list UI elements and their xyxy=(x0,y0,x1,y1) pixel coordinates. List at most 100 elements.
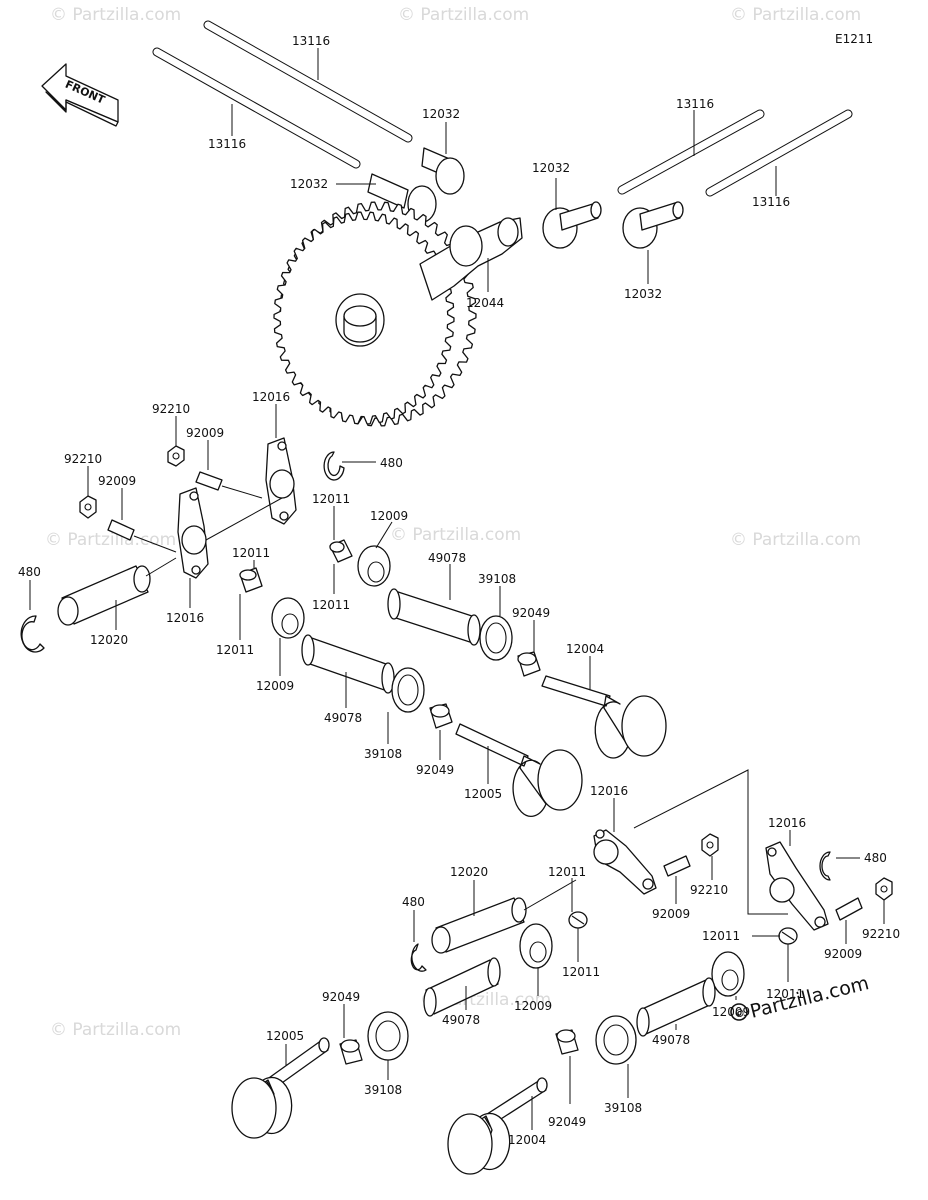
lock-nut-92210-a xyxy=(167,445,185,467)
label-12016: 12016 xyxy=(166,611,204,625)
diagram-code: E1211 xyxy=(835,32,873,46)
lock-nut-92210-b xyxy=(79,495,97,519)
tappet-12032-d xyxy=(622,201,684,249)
label-49078: 49078 xyxy=(442,1013,480,1027)
circlip-480-a xyxy=(323,451,345,481)
collar-12011-d xyxy=(778,927,798,945)
label-12005: 12005 xyxy=(266,1029,304,1043)
label-92210: 92210 xyxy=(152,402,190,416)
label-49078: 49078 xyxy=(324,711,362,725)
label-12032: 12032 xyxy=(624,287,662,301)
collar-12011-c xyxy=(568,911,588,929)
label-92009: 92009 xyxy=(652,907,690,921)
adjust-screw-92009-c xyxy=(663,855,691,877)
adjust-screw-92009-a xyxy=(195,471,263,499)
adjust-screw-92009-b xyxy=(107,519,177,553)
label-12004: 12004 xyxy=(508,1133,546,1147)
label-12016: 12016 xyxy=(590,784,628,798)
label-12011: 12011 xyxy=(216,643,254,657)
label-12032: 12032 xyxy=(422,107,460,121)
label-480: 480 xyxy=(18,565,41,579)
label-480: 480 xyxy=(864,851,887,865)
watermark: © Partzilla.com xyxy=(730,530,861,550)
label-12032: 12032 xyxy=(532,161,570,175)
label-39108: 39108 xyxy=(364,1083,402,1097)
label-12016: 12016 xyxy=(768,816,806,830)
stem-seal-92049-a xyxy=(517,651,541,677)
label-92049: 92049 xyxy=(416,763,454,777)
label-92049: 92049 xyxy=(512,606,550,620)
logo-copyright-symbol: © xyxy=(734,1007,745,1020)
label-12009: 12009 xyxy=(256,679,294,693)
rocker-arm-12016-lower-right xyxy=(765,841,829,931)
tappet-12032-a xyxy=(421,147,465,195)
lock-nut-92210-c xyxy=(701,833,719,857)
rocker-shaft-12020-upper xyxy=(57,565,151,626)
circlip-480-b xyxy=(20,615,45,653)
spring-seat-12009-b xyxy=(271,597,305,639)
label-13116: 13116 xyxy=(292,34,330,48)
label-12032: 12032 xyxy=(290,177,328,191)
label-92210: 92210 xyxy=(64,452,102,466)
label-12004: 12004 xyxy=(566,642,604,656)
valve-spring-49078-a xyxy=(387,588,481,646)
retainer-39108-d xyxy=(595,1015,637,1065)
callouts: 13116 13116 13116 13116 12032 12032 1203… xyxy=(18,34,900,1147)
stem-seal-92049-b xyxy=(429,703,453,729)
push-rod-13116-a xyxy=(203,20,413,143)
label-12016: 12016 xyxy=(252,390,290,404)
label-12009: 12009 xyxy=(514,999,552,1013)
valve-spring-49078-c xyxy=(423,957,501,1017)
label-12011: 12011 xyxy=(232,546,270,560)
label-92210: 92210 xyxy=(862,927,900,941)
push-rod-13116-b xyxy=(152,47,361,169)
retainer-39108-b xyxy=(391,667,425,713)
push-rod-13116-c xyxy=(617,109,765,195)
label-12011: 12011 xyxy=(312,598,350,612)
label-12020: 12020 xyxy=(90,633,128,647)
watermark: © Partzilla.com xyxy=(398,5,529,25)
label-49078: 49078 xyxy=(652,1033,690,1047)
label-480: 480 xyxy=(402,895,425,909)
exhaust-valve-12005-upper xyxy=(455,723,583,817)
rocker-shaft-12020-lower xyxy=(431,897,527,954)
spring-seat-12009-a xyxy=(357,545,391,587)
circlip-480-c xyxy=(819,851,831,881)
label-12005: 12005 xyxy=(464,787,502,801)
tappet-12032-b xyxy=(367,173,437,223)
label-12011: 12011 xyxy=(312,492,350,506)
collar-12011-a xyxy=(329,539,353,563)
retainer-39108-c xyxy=(367,1011,409,1061)
front-arrow-icon: FRONT xyxy=(41,63,119,127)
label-39108: 39108 xyxy=(478,572,516,586)
stem-seal-92049-d xyxy=(555,1029,579,1055)
valve-spring-49078-e xyxy=(636,977,716,1037)
label-39108: 39108 xyxy=(364,747,402,761)
spring-seat-12009-d xyxy=(711,951,745,997)
label-49078: 49078 xyxy=(428,551,466,565)
tappet-12032-c xyxy=(542,201,602,249)
intake-valve-12004-lower xyxy=(447,1077,548,1175)
lock-nut-92210-d xyxy=(875,877,893,901)
watermark: © Partzilla.com xyxy=(390,525,521,545)
label-12044: 12044 xyxy=(466,296,504,310)
label-13116: 13116 xyxy=(676,97,714,111)
label-480: 480 xyxy=(380,456,403,470)
label-12011: 12011 xyxy=(702,929,740,943)
valve-spring-49078-b xyxy=(301,634,395,694)
adjust-screw-92009-d xyxy=(835,897,863,921)
label-13116: 13116 xyxy=(208,137,246,151)
logo-text: Partzilla.com xyxy=(748,972,871,1023)
push-rod-13116-d xyxy=(705,109,853,197)
collar-12011-b xyxy=(239,567,263,593)
label-13116: 13116 xyxy=(752,195,790,209)
label-92009: 92009 xyxy=(98,474,136,488)
intake-valve-12004-upper xyxy=(541,675,667,759)
label-92009: 92009 xyxy=(186,426,224,440)
camshaft-gear-12044 xyxy=(273,201,523,427)
label-12011: 12011 xyxy=(548,865,586,879)
stem-seal-92049-c xyxy=(339,1039,363,1065)
label-39108: 39108 xyxy=(604,1101,642,1115)
partzilla-logo: © Partzilla.com xyxy=(730,972,871,1023)
